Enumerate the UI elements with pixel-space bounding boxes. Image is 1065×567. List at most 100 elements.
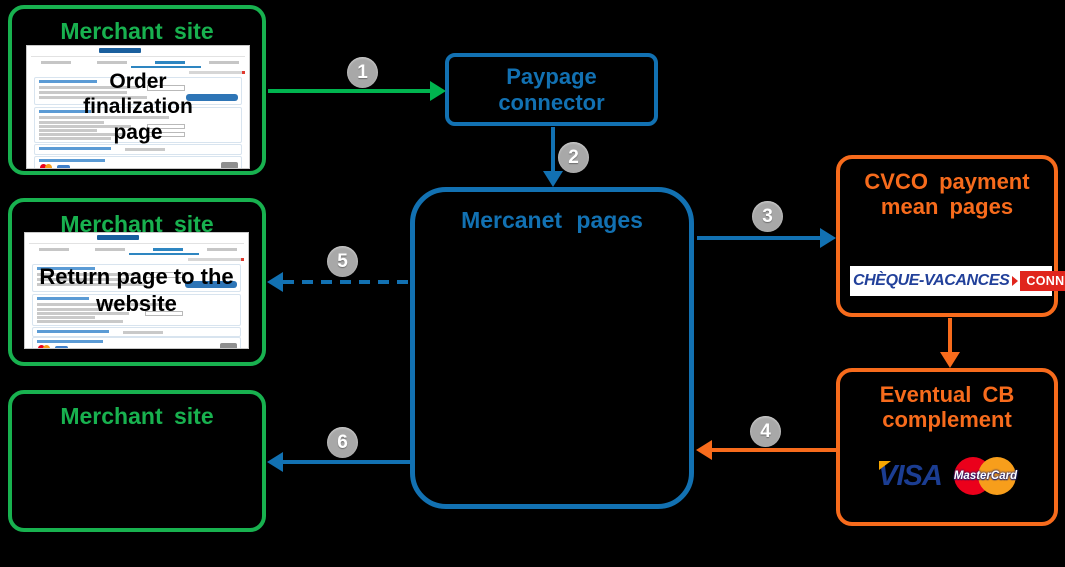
- mastercard-logo: MasterCard: [953, 456, 1018, 496]
- skeleton-section: [32, 294, 241, 326]
- arrow-2-line: [551, 127, 555, 172]
- step-2-badge: 2: [558, 142, 589, 173]
- skeleton-note: [188, 258, 242, 261]
- mastercard-mini-icon: [40, 164, 47, 168]
- skeleton-input: [147, 124, 185, 129]
- skeleton-chip: [57, 165, 70, 168]
- skeleton-section: [32, 264, 241, 292]
- skeleton-button: [186, 94, 238, 101]
- cvco-title: CVCO payment mean pages: [864, 169, 1030, 220]
- skeleton-bar: [39, 125, 131, 128]
- connect-badge: CONNECT: [1020, 271, 1065, 291]
- skeleton-button: [220, 343, 237, 348]
- skeleton-input: [145, 272, 183, 278]
- paypage-connector-box: Paypage connector: [445, 53, 658, 126]
- visa-wing-icon: [879, 460, 892, 470]
- merchant-site-box-top: Merchant site: [8, 5, 266, 175]
- skeleton-heading: [39, 159, 105, 162]
- skeleton-bar: [39, 133, 125, 136]
- skeleton-bar: [39, 137, 111, 140]
- skeleton-section: [32, 337, 241, 348]
- step-3-badge: 3: [752, 201, 783, 232]
- visa-logo: VISA: [878, 459, 943, 492]
- mercanet-pages-title: Mercanet pages: [461, 207, 643, 233]
- skeleton-heading: [39, 110, 91, 113]
- page-label: Order finalization page: [83, 69, 193, 144]
- page-logo: [97, 235, 139, 240]
- mastercard-mini-icon: [38, 345, 45, 348]
- cheque-vacances-wordmark: CHÈQUE-VACANCES: [853, 272, 1010, 289]
- skeleton-tab: [41, 61, 71, 64]
- cvco-to-cb-arrow-head: [940, 352, 960, 368]
- skeleton-note: [189, 71, 243, 74]
- merchant-page-screenshot: Order finalization page: [27, 46, 249, 168]
- skeleton-input: [145, 311, 183, 316]
- skeleton-bar: [125, 148, 165, 151]
- skeleton-heading: [37, 267, 95, 270]
- arrow-3-head: [820, 228, 836, 248]
- cvco-to-cb-arrow-line: [948, 318, 952, 354]
- skeleton-button: [185, 281, 237, 288]
- step-4-badge: 4: [750, 416, 781, 447]
- page-logo: [99, 48, 141, 53]
- skeleton-bar: [37, 316, 95, 319]
- merchant-site-box-middle: Merchant site: [8, 198, 266, 366]
- skeleton-section: [32, 327, 241, 337]
- skeleton-bar: [37, 308, 102, 311]
- skeleton-heading: [39, 147, 111, 150]
- merchant-site-box-bottom: Merchant site: [8, 390, 266, 532]
- merchant-site-title: Merchant site: [60, 403, 214, 429]
- skeleton-bar: [37, 273, 137, 276]
- mastercard-wordmark: MasterCard: [953, 470, 1018, 482]
- skeleton-tab-active: [153, 248, 183, 251]
- merchant-site-title: Merchant site: [60, 211, 214, 237]
- skeleton-bar: [39, 96, 147, 99]
- skeleton-section: [34, 156, 242, 168]
- skeleton-bar: [37, 283, 145, 286]
- skeleton-heading: [37, 297, 89, 300]
- skeleton-chip: [55, 346, 68, 348]
- skeleton-tab: [39, 248, 69, 251]
- skeleton-required-mark: [241, 258, 244, 261]
- skeleton-bar: [39, 116, 169, 119]
- skeleton-tab: [207, 248, 237, 251]
- merchant-site-title: Merchant site: [60, 18, 214, 44]
- skeleton-heading: [39, 80, 97, 83]
- mastercard-mini-icon: [45, 164, 52, 168]
- skeleton-rule: [29, 243, 244, 244]
- step-5-badge: 5: [327, 246, 358, 277]
- mastercard-mini-icon: [43, 345, 50, 348]
- step-1-badge: 1: [347, 57, 378, 88]
- arrow-6-line: [283, 460, 410, 464]
- arrow-1-line: [268, 89, 431, 93]
- mastercard-yellow-circle: [977, 457, 1016, 495]
- skeleton-section: [34, 107, 242, 143]
- step-6-badge: 6: [327, 427, 358, 458]
- skeleton-bar: [37, 303, 167, 306]
- page-label: Return page to the website: [39, 264, 234, 316]
- skeleton-input: [147, 132, 185, 137]
- skeleton-input: [147, 85, 185, 91]
- arrow-6-head: [267, 452, 283, 472]
- chevron-right-icon: [1012, 276, 1019, 286]
- skeleton-bar: [39, 86, 139, 89]
- cheque-vacances-connect-logo: CHÈQUE-VACANCES CONNECT: [850, 266, 1065, 296]
- skeleton-button: [221, 162, 238, 168]
- skeleton-section: [34, 77, 242, 105]
- skeleton-bar: [123, 331, 163, 334]
- skeleton-tab: [209, 61, 239, 64]
- skeleton-tab: [97, 61, 127, 64]
- skeleton-bar: [37, 312, 129, 315]
- cb-complement-box: Eventual CB complement VISA MasterCard: [836, 368, 1058, 526]
- arrow-5-head: [267, 272, 283, 292]
- skeleton-section: [34, 144, 242, 155]
- arrow-5-line: [283, 280, 410, 284]
- arrow-1-head: [430, 81, 446, 101]
- skeleton-heading: [37, 340, 103, 343]
- arrow-2-head: [543, 171, 563, 187]
- skeleton-tab: [95, 248, 125, 251]
- arrow-4-line: [710, 448, 836, 452]
- merchant-page-screenshot: Return page to the website: [25, 233, 248, 348]
- arrow-3-line: [697, 236, 821, 240]
- skeleton-bar: [37, 320, 123, 323]
